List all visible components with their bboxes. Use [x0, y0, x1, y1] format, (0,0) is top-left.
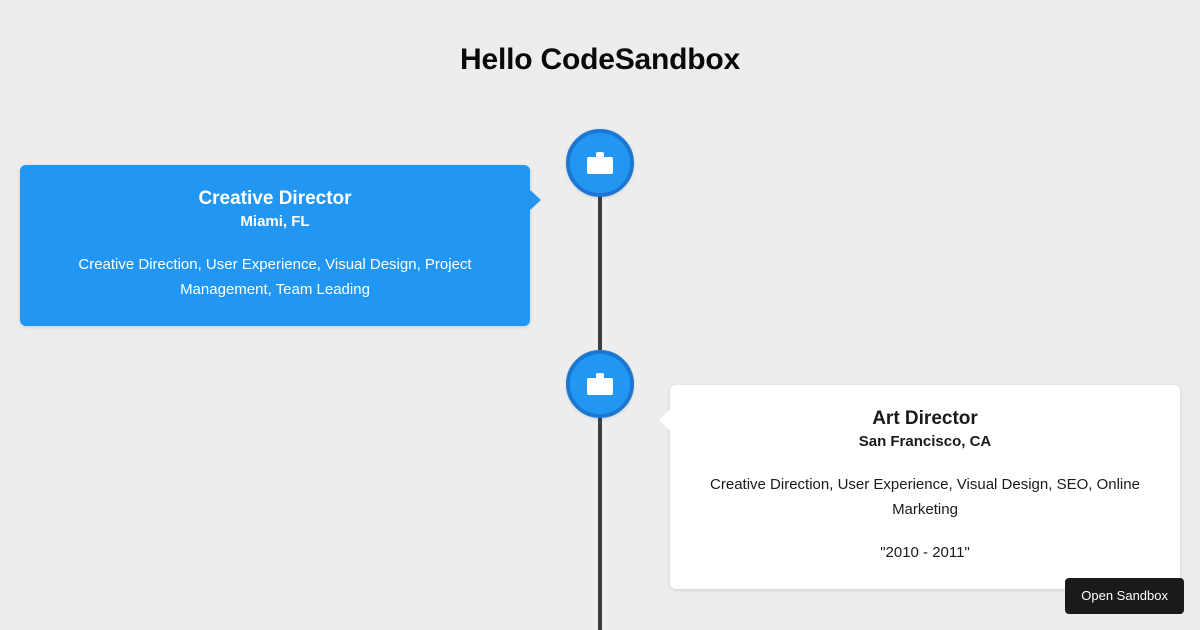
briefcase-icon — [587, 152, 613, 174]
card-title: Art Director — [872, 408, 978, 429]
card-date: "2010 - 2011" — [880, 544, 970, 561]
timeline-node-2[interactable] — [566, 350, 634, 418]
page-title: Hello CodeSandbox — [460, 43, 740, 76]
card-title: Creative Director — [198, 188, 352, 209]
timeline-card-creative-director[interactable]: Creative Director Miami, FL Creative Dir… — [20, 165, 541, 326]
card-subtitle: Miami, FL — [240, 213, 310, 230]
briefcase-icon — [587, 373, 613, 395]
briefcase-handle — [596, 373, 604, 379]
card-arrow-icon — [659, 409, 671, 431]
card-arrow-icon — [529, 189, 541, 211]
open-sandbox-button[interactable]: Open Sandbox — [1065, 578, 1184, 614]
card-subtitle: San Francisco, CA — [858, 433, 992, 450]
briefcase-body — [587, 157, 613, 174]
briefcase-handle — [596, 152, 604, 158]
card-body: Creative Direction, User Experience, Vis… — [710, 476, 1140, 518]
timeline-card-art-director[interactable]: Art Director San Francisco, CA Creative … — [659, 385, 1180, 589]
timeline-node-1[interactable] — [566, 129, 634, 197]
briefcase-body — [587, 378, 613, 395]
card-body: Creative Direction, User Experience, Vis… — [78, 256, 472, 298]
